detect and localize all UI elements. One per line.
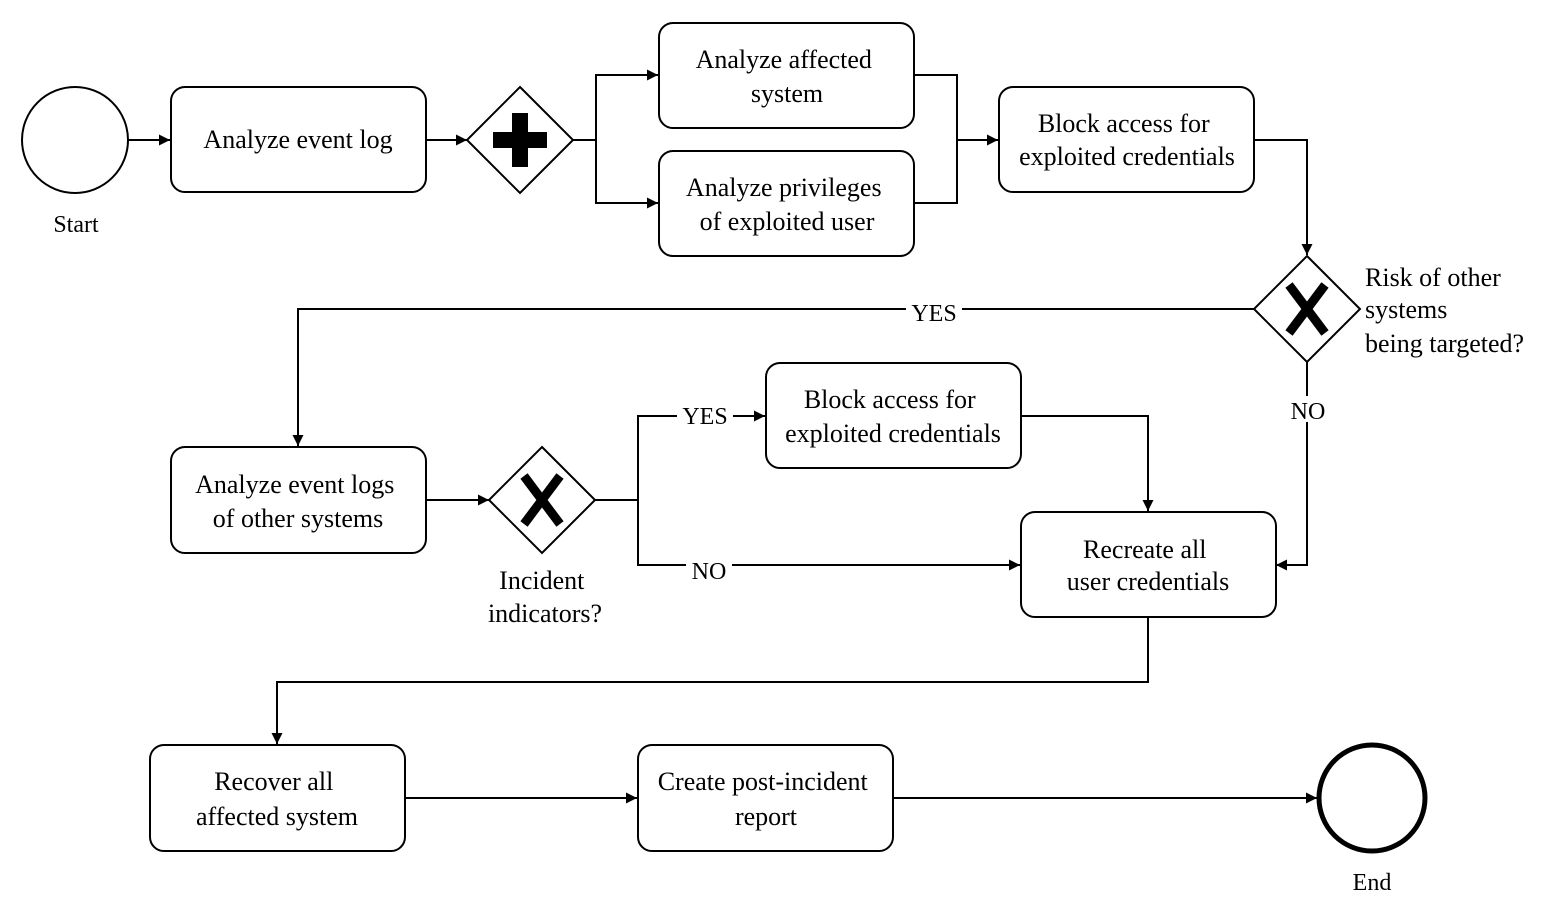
flow-analyze-affected-system-merge [914, 74, 958, 204]
task-recreate-credentials: Recreate all user credentials [1020, 511, 1277, 618]
flow-label-incident-no: NO [686, 555, 732, 585]
start-event [21, 86, 129, 194]
end-event [1316, 742, 1428, 854]
start-event-label: Start [53, 212, 99, 238]
incident-gateway-label: Incident indicators? [488, 566, 602, 628]
svg-text:Analyze privileges of ex: Analyze privileges of exploited user [686, 173, 888, 236]
task-label-line: affected system [196, 802, 358, 831]
svg-text:Analyze affected system: Analyze affected system [696, 45, 879, 108]
svg-text:Block access for exploit: Block access for exploited credentials [785, 385, 1001, 448]
task-label-line: of other systems [213, 504, 383, 533]
task-label-line: Recreate all [1083, 535, 1206, 564]
flow-parallel-split-to-analyze-privileges [595, 140, 658, 209]
risk-gateway-label: Risk of other systems being targeted? [1365, 263, 1524, 358]
exclusive-gateway-risk [1252, 254, 1362, 364]
parallel-gateway [465, 85, 575, 195]
exclusive-gateway-incident [487, 445, 597, 555]
flow-incident-gateway-yes [595, 410, 765, 501]
task-post-incident-report: Create post-incident report [637, 744, 894, 852]
svg-text:Analyze event log: Analyze event log [203, 125, 392, 154]
risk-gateway-label-line: systems [1365, 295, 1447, 324]
incident-gateway-label-line: Incident [499, 566, 585, 595]
task-analyze-event-log: Analyze event log [170, 86, 427, 193]
svg-text:YES: YES [682, 404, 727, 430]
incident-gateway-label-line: indicators? [488, 599, 602, 628]
svg-text:NO: NO [1291, 399, 1326, 425]
task-label-line: Analyze event log [203, 125, 392, 154]
task-label-line: Block access for [1038, 109, 1210, 138]
flow-label-incident-yes: YES [677, 404, 733, 430]
task-analyze-affected-system: Analyze affected system [658, 22, 915, 129]
plus-icon [493, 113, 547, 167]
task-label-line: exploited credentials [785, 419, 1001, 448]
x-icon [1285, 282, 1329, 336]
svg-text:Recreate all user creden: Recreate all user credentials [1067, 535, 1229, 596]
svg-text:Recover all affected sys: Recover all affected system [196, 767, 358, 831]
task-label-line: Create post-incident [658, 767, 869, 796]
flow-label-risk-no: NO [1285, 396, 1331, 425]
task-label-line: of exploited user [700, 207, 875, 236]
flow-incident-gateway-no [637, 500, 1020, 571]
task-label-line: Analyze event logs [195, 470, 394, 499]
task-label-line: Analyze privileges [686, 173, 882, 202]
task-label-line: Recover all [214, 767, 333, 796]
risk-gateway-label-line: Risk of other [1365, 263, 1501, 292]
task-block-access-middle: Block access for exploited credentials [765, 362, 1022, 469]
task-analyze-privileges: Analyze privileges of exploited user [658, 150, 915, 257]
task-label-line: report [735, 802, 798, 831]
flow-risk-gateway-no [1276, 362, 1308, 571]
risk-gateway-label-line: being targeted? [1365, 329, 1524, 358]
task-recover-systems: Recover all affected system [149, 744, 406, 852]
task-label-line: system [751, 79, 823, 108]
svg-text:Block access for exploit: Block access for exploited credentials [1019, 109, 1235, 171]
svg-text:YES: YES [911, 301, 956, 327]
x-icon [520, 473, 564, 527]
flow-recreate-to-recover [271, 618, 1149, 744]
task-analyze-event-logs-other: Analyze event logs of other systems [170, 446, 427, 554]
svg-text:NO: NO [692, 559, 727, 585]
end-event-label: End [1353, 870, 1392, 896]
flow-label-risk-yes: YES [906, 298, 962, 327]
flow-block-access-top-to-risk-gateway [1254, 139, 1313, 255]
task-label-line: user credentials [1067, 567, 1229, 596]
task-block-access-top: Block access for exploited credentials [998, 86, 1255, 193]
task-label-line: Block access for [804, 385, 976, 414]
svg-text:Create post-incident rep: Create post-incident report [658, 767, 875, 831]
flow-block-access-middle-to-recreate [1021, 415, 1154, 511]
task-label-line: exploited credentials [1019, 142, 1235, 171]
svg-text:Analyze event logs of ot: Analyze event logs of other systems [195, 470, 401, 533]
flow-parallel-split-to-analyze-affected-system [573, 69, 658, 141]
task-label-line: Analyze affected [696, 45, 872, 74]
